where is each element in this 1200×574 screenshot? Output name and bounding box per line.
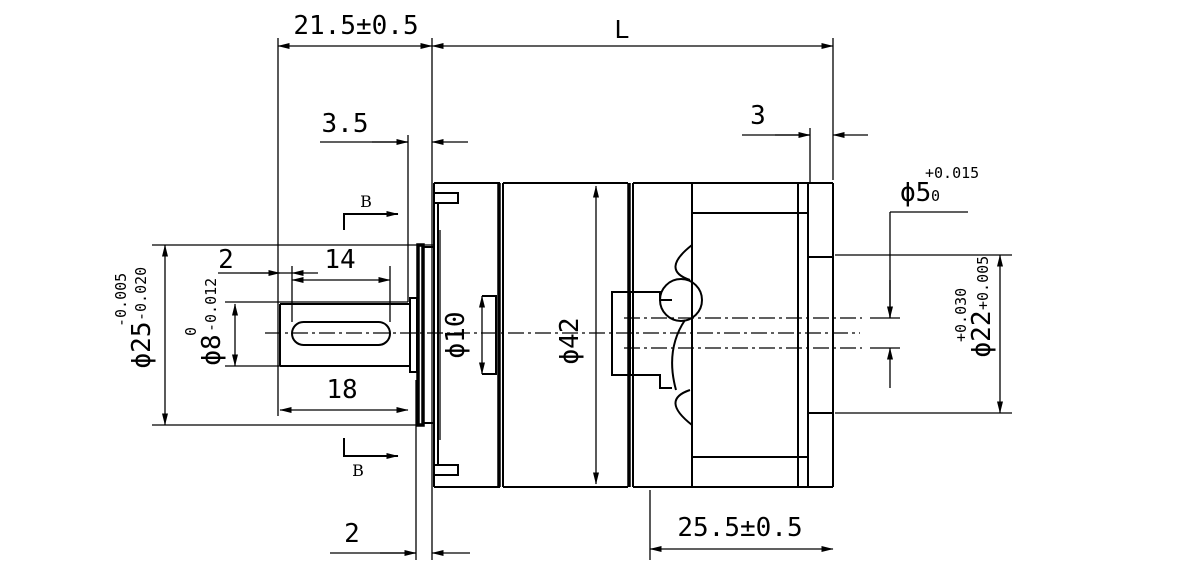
dim-collar-diameter-label: ϕ10 <box>441 312 471 359</box>
shaft-lower-tol: -0.012 <box>202 278 220 332</box>
pilot-lower-tol: +0.005 <box>974 256 992 310</box>
section-marker-bottom <box>343 438 398 457</box>
section-label-top: B <box>360 192 372 211</box>
output-flange <box>433 182 504 488</box>
section-label-bottom: B <box>352 461 364 480</box>
dim-shaft-offset-label: 21.5±0.5 <box>293 11 418 41</box>
extension-lines <box>152 38 1012 560</box>
shaft-collar <box>409 243 434 427</box>
dim-input-flange-thickness-label: 3 <box>750 101 766 131</box>
drawing-outline <box>279 182 834 488</box>
boss-lower-tol: -0.020 <box>132 267 150 321</box>
shaft-upper-tol: 0 <box>182 327 200 336</box>
dim-bottom-step-label: 2 <box>344 519 360 549</box>
boss-plate <box>416 243 425 427</box>
dim-body-length-label: 25.5±0.5 <box>677 513 802 543</box>
input-adapter <box>611 182 834 488</box>
input-bore-base: ϕ5 <box>900 178 931 208</box>
dim-boss-label: ϕ25 -0.005 -0.020 <box>112 267 157 369</box>
dim-pilot-label: ϕ22 +0.030 +0.005 <box>952 256 997 358</box>
dim-key-offset-label: 2 <box>218 245 234 275</box>
input-bore-upper-tol: +0.015 <box>925 164 979 182</box>
dimension-lines <box>162 43 1003 556</box>
dim-body-diameter-label: ϕ42 <box>555 318 585 365</box>
boss-upper-tol: -0.005 <box>112 273 130 327</box>
dim-overall-length-label: L <box>615 14 629 44</box>
dim-key-length-label: 14 <box>324 245 355 275</box>
pilot-base: ϕ22 <box>967 311 997 358</box>
dim-shaft-label: ϕ8 0 -0.012 <box>182 278 227 366</box>
center-lines <box>265 317 862 349</box>
input-bore-lower-tol: 0 <box>931 187 940 205</box>
section-marker-top <box>343 213 398 230</box>
pilot-upper-tol: +0.030 <box>952 288 970 342</box>
input-bearing-circle <box>659 278 703 322</box>
shaft-base: ϕ8 <box>197 334 227 365</box>
dim-flange-step-label: 3.5 <box>322 109 369 139</box>
dimension-labels: 21.5±0.5 L 3.5 3 ϕ5 +0.015 0 ϕ22 +0.030 … <box>112 11 997 549</box>
dim-input-bore-label: ϕ5 +0.015 0 <box>900 164 979 208</box>
boss-base: ϕ25 <box>127 322 157 369</box>
dim-shaft-length-label: 18 <box>326 375 357 405</box>
